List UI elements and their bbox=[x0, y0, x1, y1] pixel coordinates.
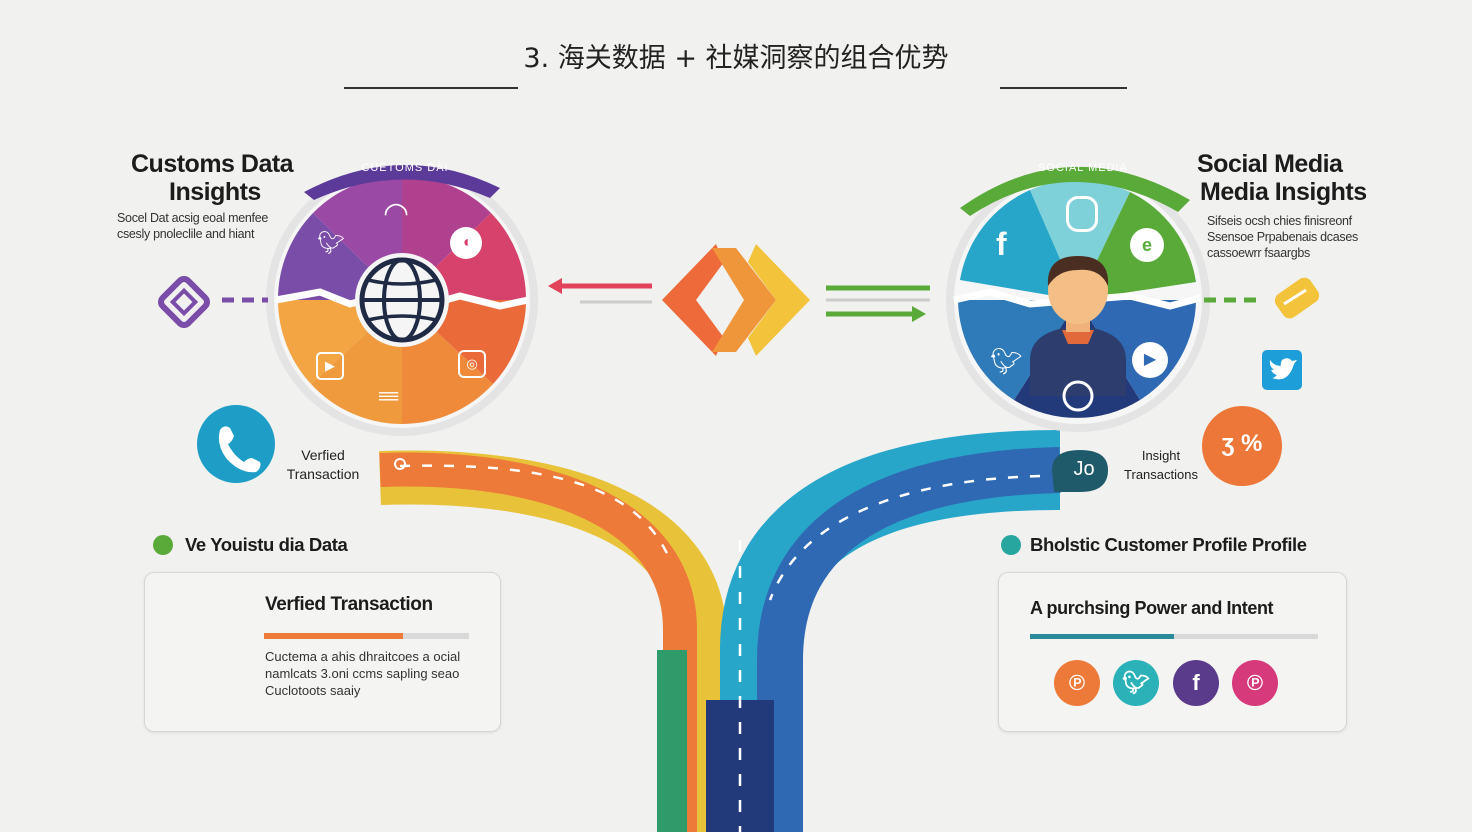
insight-label: Insight Transactions bbox=[1121, 446, 1201, 484]
customs-heading-line1: Customs Data bbox=[131, 150, 294, 178]
verified-card-title: Verfied Transaction bbox=[265, 594, 433, 615]
verified-card-line2: namlcats 3.oni ccms sapling seao bbox=[265, 666, 460, 681]
verified-transaction-card bbox=[144, 572, 501, 732]
twitter-dot-icon[interactable]: 🐦︎ bbox=[1113, 660, 1159, 706]
orange-badge-text: ʒ % bbox=[1221, 430, 1263, 457]
customs-ring-label: CUETOMS DAI bbox=[361, 162, 449, 174]
orange-badge-icon bbox=[1202, 406, 1282, 486]
jo-badge bbox=[1052, 450, 1108, 492]
social-heading-line1: Social Media bbox=[1197, 150, 1343, 178]
lock-icon bbox=[1066, 196, 1098, 232]
left-section-bullet bbox=[153, 535, 173, 555]
diamond-logo-icon bbox=[158, 276, 210, 328]
verified-label-line1: Verfied bbox=[301, 447, 345, 463]
facebook-icon: f bbox=[996, 226, 1007, 262]
social-heading: Social Media Media Insights bbox=[1197, 150, 1397, 206]
message-play-icon: ▶ bbox=[1132, 342, 1168, 378]
facebook-dot-icon[interactable]: f bbox=[1173, 660, 1219, 706]
verified-label: Verfied Transaction bbox=[283, 446, 363, 484]
wifi-icon: ◠ bbox=[383, 197, 410, 230]
left-section-title: Ve Youistu dia Data bbox=[185, 534, 348, 555]
stack-icon: ≡≡ bbox=[378, 386, 399, 408]
merging-roads bbox=[379, 430, 1061, 832]
insight-label-line2: Transactions bbox=[1124, 467, 1198, 482]
social-blurb: Sifseis ocsh chies finisreonf Ssensoe Pr… bbox=[1207, 213, 1387, 261]
social-blurb-line3: cassoewrr fsaargbs bbox=[1207, 246, 1310, 260]
purchasing-card-progress bbox=[1030, 634, 1318, 639]
verified-label-line2: Transaction bbox=[286, 466, 360, 482]
social-ring-label: SOCIAL MEDIA bbox=[1038, 162, 1128, 174]
verified-card-body: Cuctema a ahis dhraitcoes a ocial namlca… bbox=[265, 648, 490, 699]
social-blurb-line2: Ssensoe Prpabenais dcases bbox=[1207, 230, 1358, 244]
customs-blurb: Socel Dat acsig eoal menfee csesly pnole… bbox=[117, 210, 297, 242]
customs-heading: Customs Data Insights bbox=[131, 150, 301, 206]
person-avatar-icon bbox=[1030, 256, 1126, 412]
verified-card-progress bbox=[264, 633, 469, 639]
right-section-bullet bbox=[1001, 535, 1021, 555]
link-icon: e bbox=[1130, 228, 1164, 262]
center-arrows bbox=[222, 244, 1262, 356]
social-heading-line2: Media Insights bbox=[1200, 178, 1367, 206]
purchasing-card-progress-fill bbox=[1030, 634, 1174, 639]
purchasing-power-card bbox=[998, 572, 1347, 732]
bird-icon: 🐦︎ bbox=[317, 230, 345, 255]
twitter-icon bbox=[1262, 350, 1302, 390]
title-rule-left bbox=[344, 87, 518, 89]
title-rule-right bbox=[1000, 87, 1127, 89]
social-blurb-line1: Sifseis ocsh chies finisreonf bbox=[1207, 214, 1352, 228]
insight-label-line1: Insight bbox=[1141, 448, 1181, 463]
customs-heading-line2: Insights bbox=[169, 178, 261, 206]
purchasing-card-title: A purchsing Power and Intent bbox=[1030, 598, 1274, 618]
customs-blurb-line2: csesly pnoleclile and hiant bbox=[117, 227, 255, 241]
phone-icon bbox=[197, 405, 275, 483]
jo-badge-text: Jo bbox=[1073, 458, 1095, 480]
verified-card-line1: Cuctema a ahis dhraitcoes a ocial bbox=[265, 649, 461, 664]
pinterest-pink-icon[interactable]: ℗ bbox=[1232, 660, 1278, 706]
verified-card-line3: Cuclotoots saaiy bbox=[265, 683, 361, 698]
customs-blurb-line1: Socel Dat acsig eoal menfee bbox=[117, 211, 269, 225]
camera-icon: ◎ bbox=[458, 350, 486, 378]
page-title: 3. 海关数据 + 社媒洞察的组合优势 bbox=[523, 43, 949, 74]
pinterest-icon[interactable]: ℗ bbox=[1054, 660, 1100, 706]
verified-card-progress-fill bbox=[264, 633, 404, 639]
bird-right-icon: 🐦︎ bbox=[990, 346, 1024, 376]
yellow-tag-icon bbox=[1274, 277, 1320, 319]
play-icon: ▶ bbox=[316, 352, 344, 380]
chat-icon: ◖ bbox=[450, 227, 482, 259]
right-section-title: Bholstic Customer Profile Profile bbox=[1030, 534, 1307, 555]
